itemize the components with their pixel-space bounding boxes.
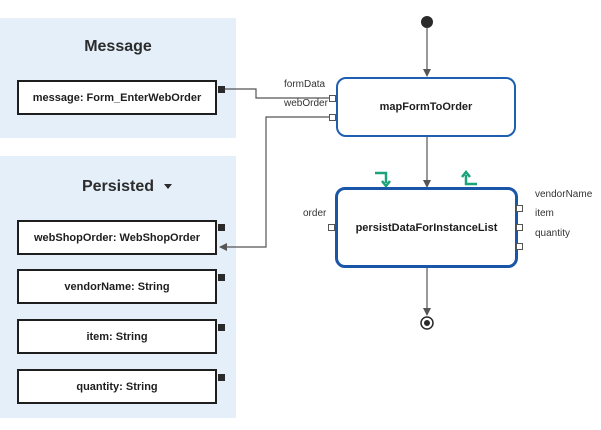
loop-in-icon-head (381, 180, 391, 189)
persisted-panel-title: Persisted (0, 178, 236, 196)
message-panel-title: Message (84, 38, 152, 55)
chevron-down-icon[interactable] (164, 184, 172, 189)
persisted-param-vendorname[interactable]: vendorName: String (17, 269, 217, 304)
persist-output-port-quantity[interactable] (516, 243, 523, 250)
persist-input-label-order: order (303, 208, 327, 219)
persist-data-node[interactable]: persistDataForInstanceList (335, 187, 518, 268)
persisted-param-quantity[interactable]: quantity: String (17, 369, 217, 404)
wire-weborder-to-webshoporder (219, 116, 329, 251)
persist-output-label-quantity: quantity (535, 228, 571, 239)
persisted-param-port[interactable] (218, 274, 225, 281)
map-input-label-formdata: formData (284, 79, 326, 90)
message-param[interactable]: message: Form_EnterWebOrder (17, 80, 217, 115)
loop-out-icon-head (461, 169, 471, 178)
persisted-param-port[interactable] (218, 374, 225, 381)
persisted-panel-title-text: Persisted (81, 178, 155, 195)
map-form-to-order-node[interactable]: mapFormToOrder (336, 77, 516, 137)
end-node-core (424, 320, 430, 326)
message-panel: Message (0, 18, 236, 138)
message-param-port[interactable] (218, 86, 225, 93)
persisted-param-webshoporder[interactable]: webShopOrder: WebShopOrder (17, 220, 217, 255)
wire-message-to-formdata (225, 88, 329, 99)
persisted-param-port[interactable] (218, 324, 225, 331)
loop-out-icon (464, 175, 477, 186)
map-input-port-weborder[interactable] (329, 114, 336, 121)
start-node[interactable] (421, 16, 433, 28)
persist-output-label-vendorname: vendorName (535, 189, 593, 200)
map-input-label-weborder: webOrder (284, 98, 328, 109)
persist-input-port-order[interactable] (328, 224, 335, 231)
persisted-param-item[interactable]: item: String (17, 319, 217, 354)
persisted-param-port[interactable] (218, 224, 225, 231)
persist-output-port-vendorname[interactable] (516, 205, 523, 212)
persist-output-label-item: item (535, 208, 554, 219)
map-input-port-formdata[interactable] (329, 95, 336, 102)
loop-in-icon (375, 171, 388, 183)
persist-output-port-item[interactable] (516, 224, 523, 231)
